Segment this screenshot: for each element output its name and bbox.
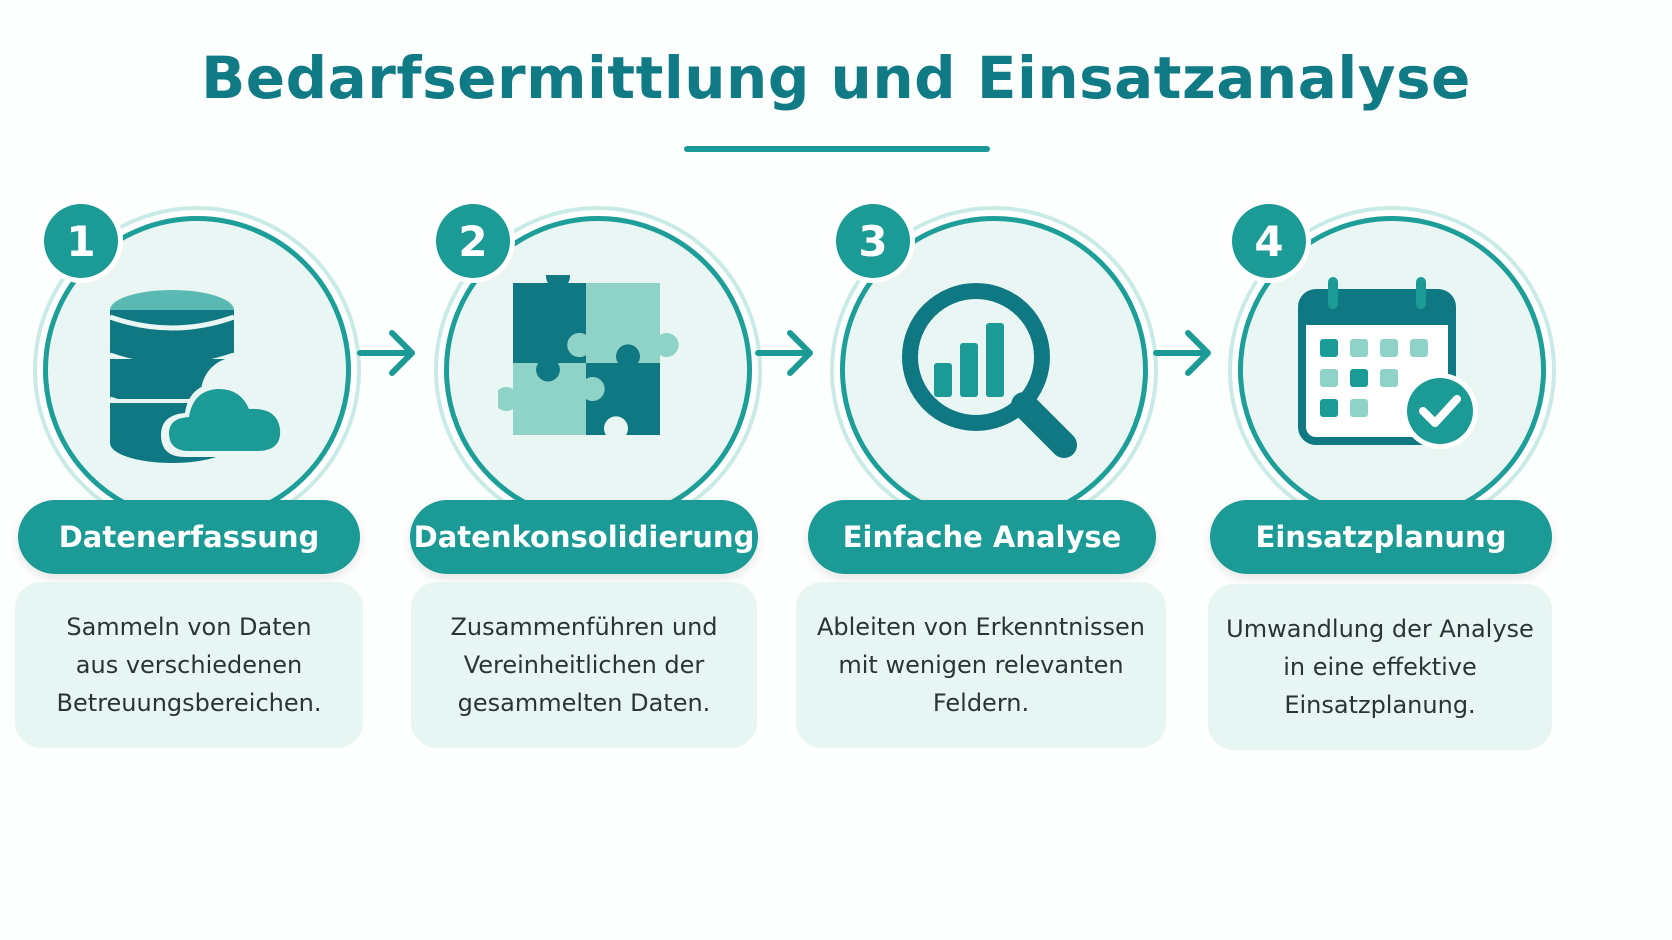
step-2-description: Zusammenführen und Vereinheitlichen der … [411,582,757,748]
step-2-description-text: Zusammenführen und Vereinheitlichen der … [450,613,718,717]
step-4-description-text: Umwandlung der Analyse in eine effektive… [1226,615,1534,719]
step-2-title: Datenkonsolidierung [410,500,758,574]
magnifier-chart-icon [902,283,1077,458]
title-underline [684,146,990,152]
page-title: Bedarfsermittlung und Einsatzanalyse [201,44,1471,112]
step-1-title: Datenerfassung [18,500,360,574]
step-3-number: 3 [836,204,910,278]
step-3-title: Einfache Analyse [808,500,1156,574]
step-1-number: 1 [44,204,118,278]
database-cloud-icon [109,290,288,463]
arrow-right-icon [1153,330,1211,376]
step-4-description: Umwandlung der Analyse in eine effektive… [1208,584,1552,750]
arrow-right-icon [357,330,415,376]
step-2-number: 2 [436,204,510,278]
calendar-check-icon [1298,277,1478,449]
step-1-icon-circle [43,216,351,524]
arrow-right-icon [755,330,813,376]
step-4-title: Einsatzplanung [1210,500,1552,574]
step-3-description: Ableiten von Erkenntnissen mit wenigen r… [796,582,1166,748]
puzzle-icon [498,275,679,435]
step-4-number: 4 [1232,204,1306,278]
step-3-description-text: Ableiten von Erkenntnissen mit wenigen r… [816,613,1146,717]
step-1-description: Sammeln von Daten aus verschiedenen Betr… [15,582,363,748]
step-1-description-text: Sammeln von Daten aus verschiedenen Betr… [56,613,322,717]
